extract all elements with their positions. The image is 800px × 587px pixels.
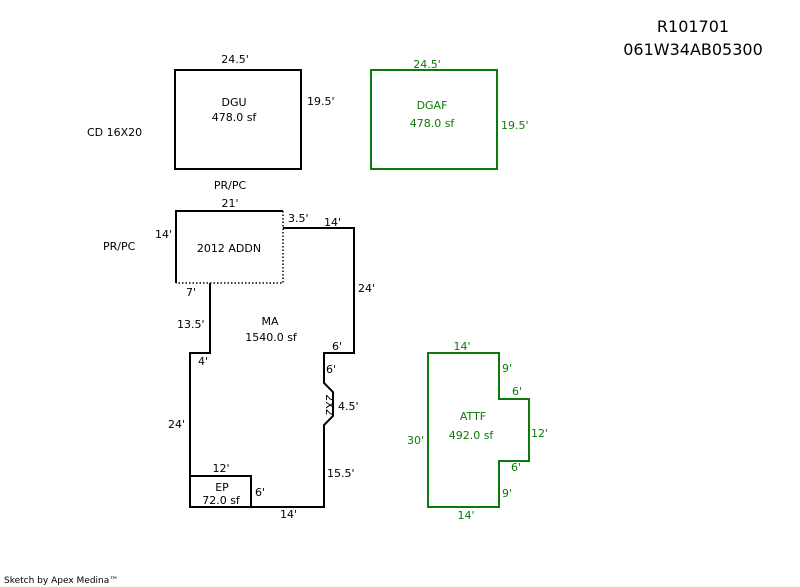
- addn-outline: [175, 210, 283, 283]
- ep-top-dim: 12': [212, 462, 229, 475]
- addn-top-dim: 21': [221, 197, 238, 210]
- attf-area: 492.0 sf: [449, 429, 495, 442]
- attf-upper-9-dim: 9': [502, 362, 512, 375]
- ma-dim-top-14: 14': [324, 216, 341, 229]
- ma-name: MA: [261, 315, 278, 328]
- addn-left-dim: 14': [155, 228, 172, 241]
- ma-dim-right-24: 24': [358, 282, 375, 295]
- dgaf-side-dim: 19.5': [501, 119, 529, 132]
- attf-right-12-dim: 12': [531, 427, 548, 440]
- attf-left-dim: 30': [407, 434, 424, 447]
- ma-bump-label: 2X2: [323, 394, 336, 416]
- map-id: 061W34AB05300: [623, 40, 763, 59]
- dgu-name: DGU: [221, 96, 246, 109]
- parcel-id: R101701: [657, 17, 729, 36]
- ma-dim-13-5: 13.5': [177, 318, 205, 331]
- sketch-credit: Sketch by Apex Medina™: [4, 576, 118, 586]
- ma-dim-6-b: 6': [326, 363, 336, 376]
- dgu-outline: [174, 69, 302, 170]
- ma-outline: [189, 227, 355, 508]
- dgu-side-dim: 19.5': [307, 95, 335, 108]
- attf-name: ATTF: [460, 410, 486, 423]
- addn-prpc-left: PR/PC: [103, 240, 136, 253]
- ma-dim-6-a: 6': [332, 340, 342, 353]
- ep-side-dim: 6': [255, 486, 265, 499]
- ma-dim-15-5: 15.5': [327, 467, 355, 480]
- ma-dim-4: 4': [198, 355, 208, 368]
- cd-note: CD 16X20: [87, 126, 142, 139]
- attf-bottom-dim: 14': [457, 509, 474, 522]
- dgaf-top-dim: 24.5': [413, 58, 441, 71]
- ma-area: 1540.0 sf: [245, 331, 298, 344]
- dgaf-name: DGAF: [417, 99, 448, 112]
- ep-area: 72.0 sf: [202, 494, 241, 507]
- ma-dim-bottom-14: 14': [280, 508, 297, 521]
- ma-dim-4-5: 4.5': [338, 400, 359, 413]
- dgaf-area: 478.0 sf: [410, 117, 456, 130]
- attf-upper-6-dim: 6': [512, 385, 522, 398]
- attf-lower-9-dim: 9': [502, 487, 512, 500]
- attf-outline: [427, 352, 530, 508]
- ma-dim-left-24: 24': [168, 418, 185, 431]
- attf-top-dim: 14': [453, 340, 470, 353]
- dgu-top-dim: 24.5': [221, 53, 249, 66]
- dgu-area: 478.0 sf: [212, 111, 258, 124]
- attf-lower-6-dim: 6': [511, 461, 521, 474]
- addn-prpc-top: PR/PC: [214, 179, 247, 192]
- ep-outline: [189, 475, 252, 508]
- addn-name: 2012 ADDN: [197, 242, 261, 255]
- ep-name: EP: [215, 481, 229, 494]
- dgaf-outline: [370, 69, 498, 170]
- ma-dim-3-5: 3.5': [288, 212, 309, 225]
- addn-bottom-dim: 7': [186, 286, 196, 299]
